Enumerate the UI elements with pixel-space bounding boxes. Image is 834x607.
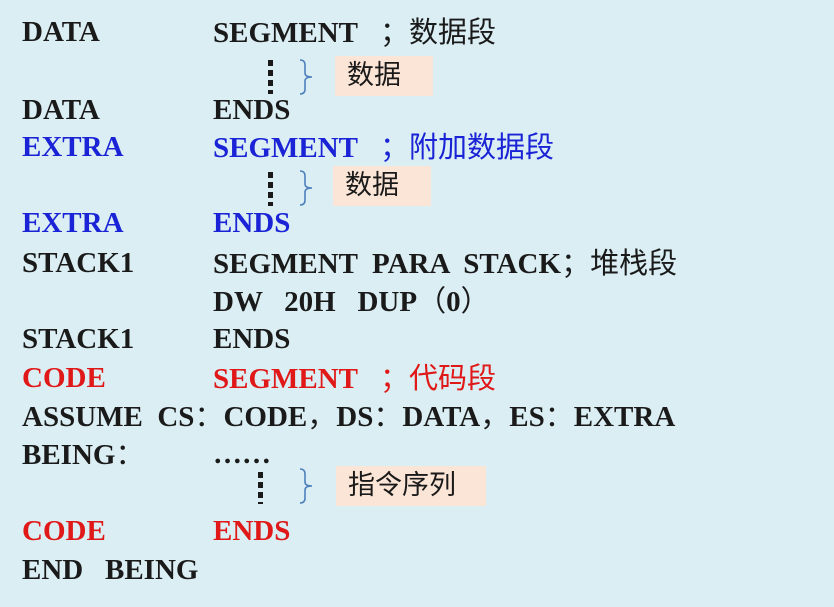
assume-part-1: ASSUME CS [22,401,195,433]
stack-segment-keyword: SEGMENT PARA STACK [213,248,562,280]
code-comment: 代码段 [409,361,497,395]
assume-part-2: CODE [223,401,308,433]
being-ellipsis: …… [213,438,271,470]
extra-segment-keyword: SEGMENT [213,132,359,164]
stack-paren-close: ） [460,284,490,318]
code-ends-keyword: ENDS [213,515,291,547]
assume-part-5: ES [509,401,545,433]
stack-segment-label: STACK1 [22,247,135,279]
data-segment-line: SEGMENT ；数据段 [213,16,496,49]
stack-comment-separator: ； [561,246,591,280]
extra-segment-label: EXTRA [22,131,124,163]
stack-definition-text: DW 20H DUP [213,286,418,318]
stack-paren-open: （ [417,284,447,318]
data-ellipsis-dots [268,60,273,94]
data-segment-label: DATA [22,16,100,48]
extra-brace [298,170,314,206]
data-brace [298,59,314,95]
code-segment-keyword: SEGMENT [213,363,359,395]
code-segment-line: SEGMENT ；代码段 [213,362,496,395]
data-segment-keyword: SEGMENT [213,17,359,49]
extra-ends-label: EXTRA [22,207,124,239]
assume-part-4: DATA [402,401,481,433]
data-note: 数据 [335,56,433,96]
assume-sep-4: ， [480,399,510,433]
being-colon: ： [115,437,145,471]
data-ends-keyword: ENDS [213,94,291,126]
stack-definition: DW 20H DUP（0） [213,285,490,318]
assume-part-6: EXTRA [573,401,676,433]
code-note: 指令序列 [336,466,486,506]
stack-paren-value: 0 [446,286,461,318]
assume-part-3: DS [336,401,374,433]
being-label: BEING [22,439,116,471]
extra-note: 数据 [333,166,431,206]
extra-comment-separator: ； [380,130,410,164]
stack-comment: 堆栈段 [590,246,678,280]
assume-colon-5: ： [544,399,574,433]
extra-segment-line: SEGMENT ；附加数据段 [213,131,554,164]
data-ends-label: DATA [22,94,100,126]
extra-ellipsis-dots [268,172,273,206]
code-comment-separator: ； [380,361,410,395]
code-ellipsis-dots [258,472,263,504]
extra-comment: 附加数据段 [409,130,555,164]
end-directive: END BEING [22,554,199,586]
stack-ends-keyword: ENDS [213,323,291,355]
data-comment-separator: ； [380,15,410,49]
assume-directive: ASSUME CS：CODE，DS：DATA，ES：EXTRA [22,400,675,433]
assume-colon-3: ： [373,399,403,433]
code-brace [298,468,314,504]
data-comment: 数据段 [409,15,497,49]
code-ends-label: CODE [22,515,106,547]
stack-segment-line: SEGMENT PARA STACK；堆栈段 [213,247,677,280]
assume-sep-2: ， [307,399,337,433]
stack-ends-label: STACK1 [22,323,135,355]
extra-ends-keyword: ENDS [213,207,291,239]
assume-colon-1: ： [194,399,224,433]
code-segment-label: CODE [22,362,106,394]
being-label-line: BEING： [22,438,145,471]
